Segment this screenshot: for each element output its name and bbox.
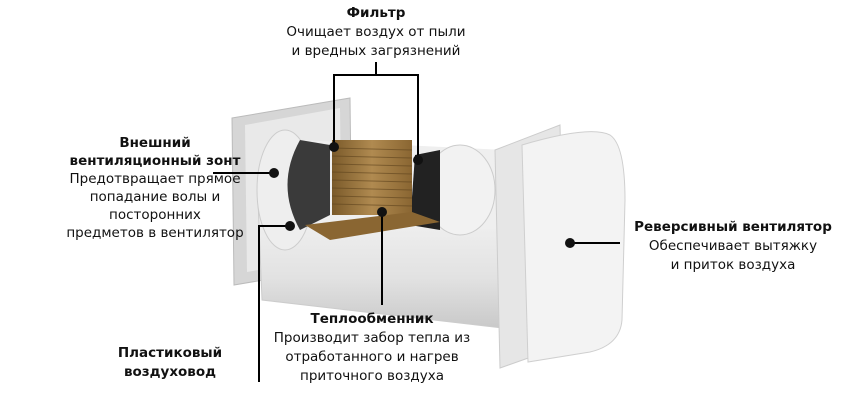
hood-desc: попадание волы и посторонних bbox=[89, 189, 221, 223]
fan-desc: и приток воздуха bbox=[670, 257, 796, 273]
marker-dots bbox=[269, 142, 575, 248]
filter-title: Фильтр bbox=[346, 5, 406, 21]
fan-desc: Обеспечивает вытяжку bbox=[648, 238, 818, 254]
duct-label: Пластиковый воздуховод bbox=[90, 344, 250, 382]
hood-desc: Предотвращает прямое bbox=[69, 171, 241, 187]
fan-title: Реверсивный вентилятор bbox=[634, 219, 832, 235]
hood-title: Внешний bbox=[119, 135, 191, 151]
leader-lines bbox=[213, 62, 620, 382]
heat-exchanger bbox=[305, 140, 440, 240]
filter-desc: и вредных загрязнений bbox=[291, 43, 461, 59]
exchanger-desc: приточного воздуха bbox=[300, 368, 444, 384]
exchanger-title: Теплообменник bbox=[310, 311, 434, 327]
exchanger-label: Теплообменник Производит забор тепла из … bbox=[262, 310, 482, 386]
duct-title: воздуховод bbox=[123, 364, 217, 380]
hood-title: вентиляционный зонт bbox=[69, 153, 241, 169]
duct-title: Пластиковый bbox=[117, 345, 223, 361]
hood-desc: предметов в вентилятор bbox=[66, 225, 244, 241]
filter-desc: Очищает воздух от пыли bbox=[286, 24, 466, 40]
fan-label: Реверсивный вентилятор Обеспечивает вытя… bbox=[622, 218, 844, 275]
exchanger-desc: отработанного и нагрев bbox=[285, 349, 459, 365]
filter-label: Фильтр Очищает воздух от пыли и вредных … bbox=[260, 4, 492, 61]
exchanger-desc: Производит забор тепла из bbox=[273, 330, 471, 346]
hood-label: Внешний вентиляционный зонт Предотвращае… bbox=[60, 134, 250, 242]
fan-panel bbox=[494, 124, 626, 369]
